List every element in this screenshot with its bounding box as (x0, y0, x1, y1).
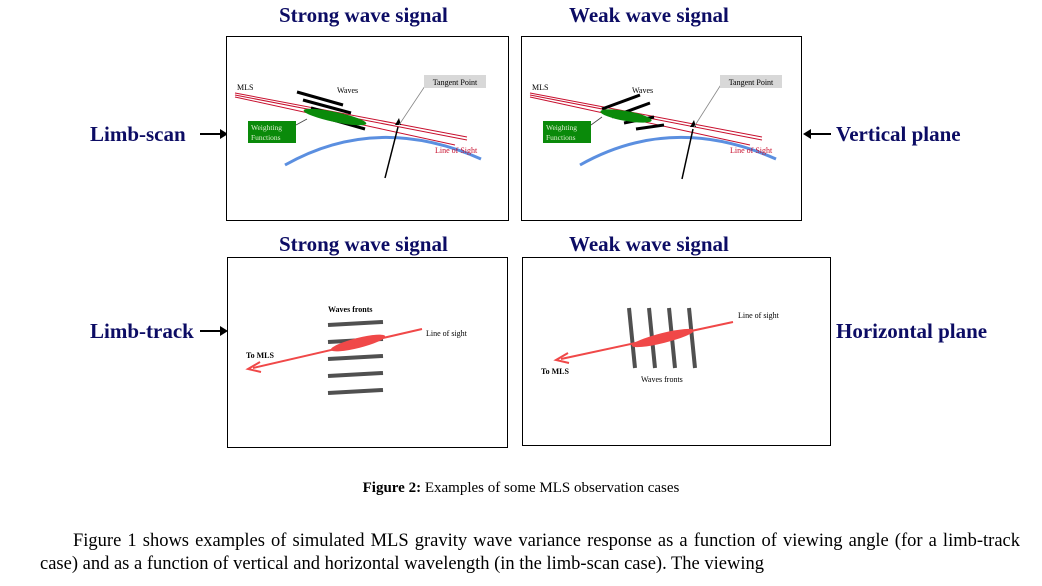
diagram-limb-scan-weak: Tangent Point MLS Waves Weighting Functi… (529, 75, 782, 180)
weighting-label-1: Weighting (546, 123, 577, 132)
line-of-sight-arrow (560, 321, 734, 360)
weighting-label-1: Weighting (251, 123, 282, 132)
arrow-left-icon (803, 129, 831, 139)
diagram-limb-track-strong: Waves fronts Line of sight To MLS (245, 305, 468, 395)
paragraph-text: Figure 1 shows examples of simulated MLS… (40, 531, 1020, 574)
caption-text: Examples of some MLS observation cases (421, 480, 680, 496)
tangent-point-label: Tangent Point (729, 78, 774, 87)
weighting-label-2: Functions (546, 133, 576, 142)
caption-label: Figure 2: (362, 480, 422, 496)
panel-limb-track-weak: Line of sight To MLS Waves fronts (522, 257, 831, 446)
label-horizontal-plane: Horizontal plane (836, 319, 988, 343)
header-top-right: Weak wave signal (569, 3, 729, 27)
panel-limb-scan-weak: Tangent Point MLS Waves Weighting Functi… (521, 36, 802, 221)
line-of-sight-label: Line of sight (426, 329, 468, 338)
wave-fronts (327, 320, 384, 395)
to-mls-label: To MLS (541, 367, 569, 376)
weighting-ellipse (600, 109, 652, 123)
mls-label: MLS (237, 83, 253, 92)
arrow-right-icon (200, 129, 228, 139)
figure-caption: Figure 2: Examples of some MLS observati… (0, 480, 1042, 497)
line-of-sight (529, 92, 763, 138)
label-vertical-plane: Vertical plane (836, 122, 961, 146)
panel-limb-track-strong: Waves fronts Line of sight To MLS (227, 257, 508, 448)
header-top-left: Strong wave signal (279, 3, 448, 27)
arrow-right-icon (200, 326, 228, 336)
waves-fronts-label: Waves fronts (328, 305, 373, 314)
line-of-sight-arrow (252, 328, 423, 369)
earth-limb-arc (579, 135, 777, 167)
diagram-limb-scan-strong: Tangent Point MLS Waves Weighting Functi… (234, 75, 486, 179)
label-limb-track: Limb-track (90, 319, 194, 343)
weighting-functions-box (543, 121, 591, 143)
line-of-sight-label: Line of Sight (435, 146, 478, 155)
earth-limb-arc (284, 135, 482, 167)
weighting-ellipse (303, 108, 367, 126)
line-of-sight-label: Line of sight (738, 311, 780, 320)
diagram-limb-track-weak: Line of sight To MLS Waves fronts (541, 307, 780, 384)
tangent-point-box (424, 75, 486, 88)
header-bottom-left: Strong wave signal (279, 232, 448, 256)
tangent-point-label: Tangent Point (433, 78, 478, 87)
line-of-sight (234, 92, 468, 138)
tangent-point-box (720, 75, 782, 88)
weighting-label-2: Functions (251, 133, 281, 142)
line-of-sight-label: Line of Sight (730, 146, 773, 155)
weighting-functions-box (248, 121, 296, 143)
waves-label: Waves (632, 86, 653, 95)
header-bottom-right: Weak wave signal (569, 232, 729, 256)
panel-limb-scan-strong: Tangent Point MLS Waves Weighting Functi… (226, 36, 509, 221)
waves-label: Waves (337, 86, 358, 95)
label-limb-scan: Limb-scan (90, 122, 186, 146)
mls-label: MLS (532, 83, 548, 92)
waves-fronts-label: Waves fronts (641, 375, 683, 384)
body-paragraph: Figure 1 shows examples of simulated MLS… (40, 530, 1020, 576)
to-mls-label: To MLS (246, 351, 274, 360)
